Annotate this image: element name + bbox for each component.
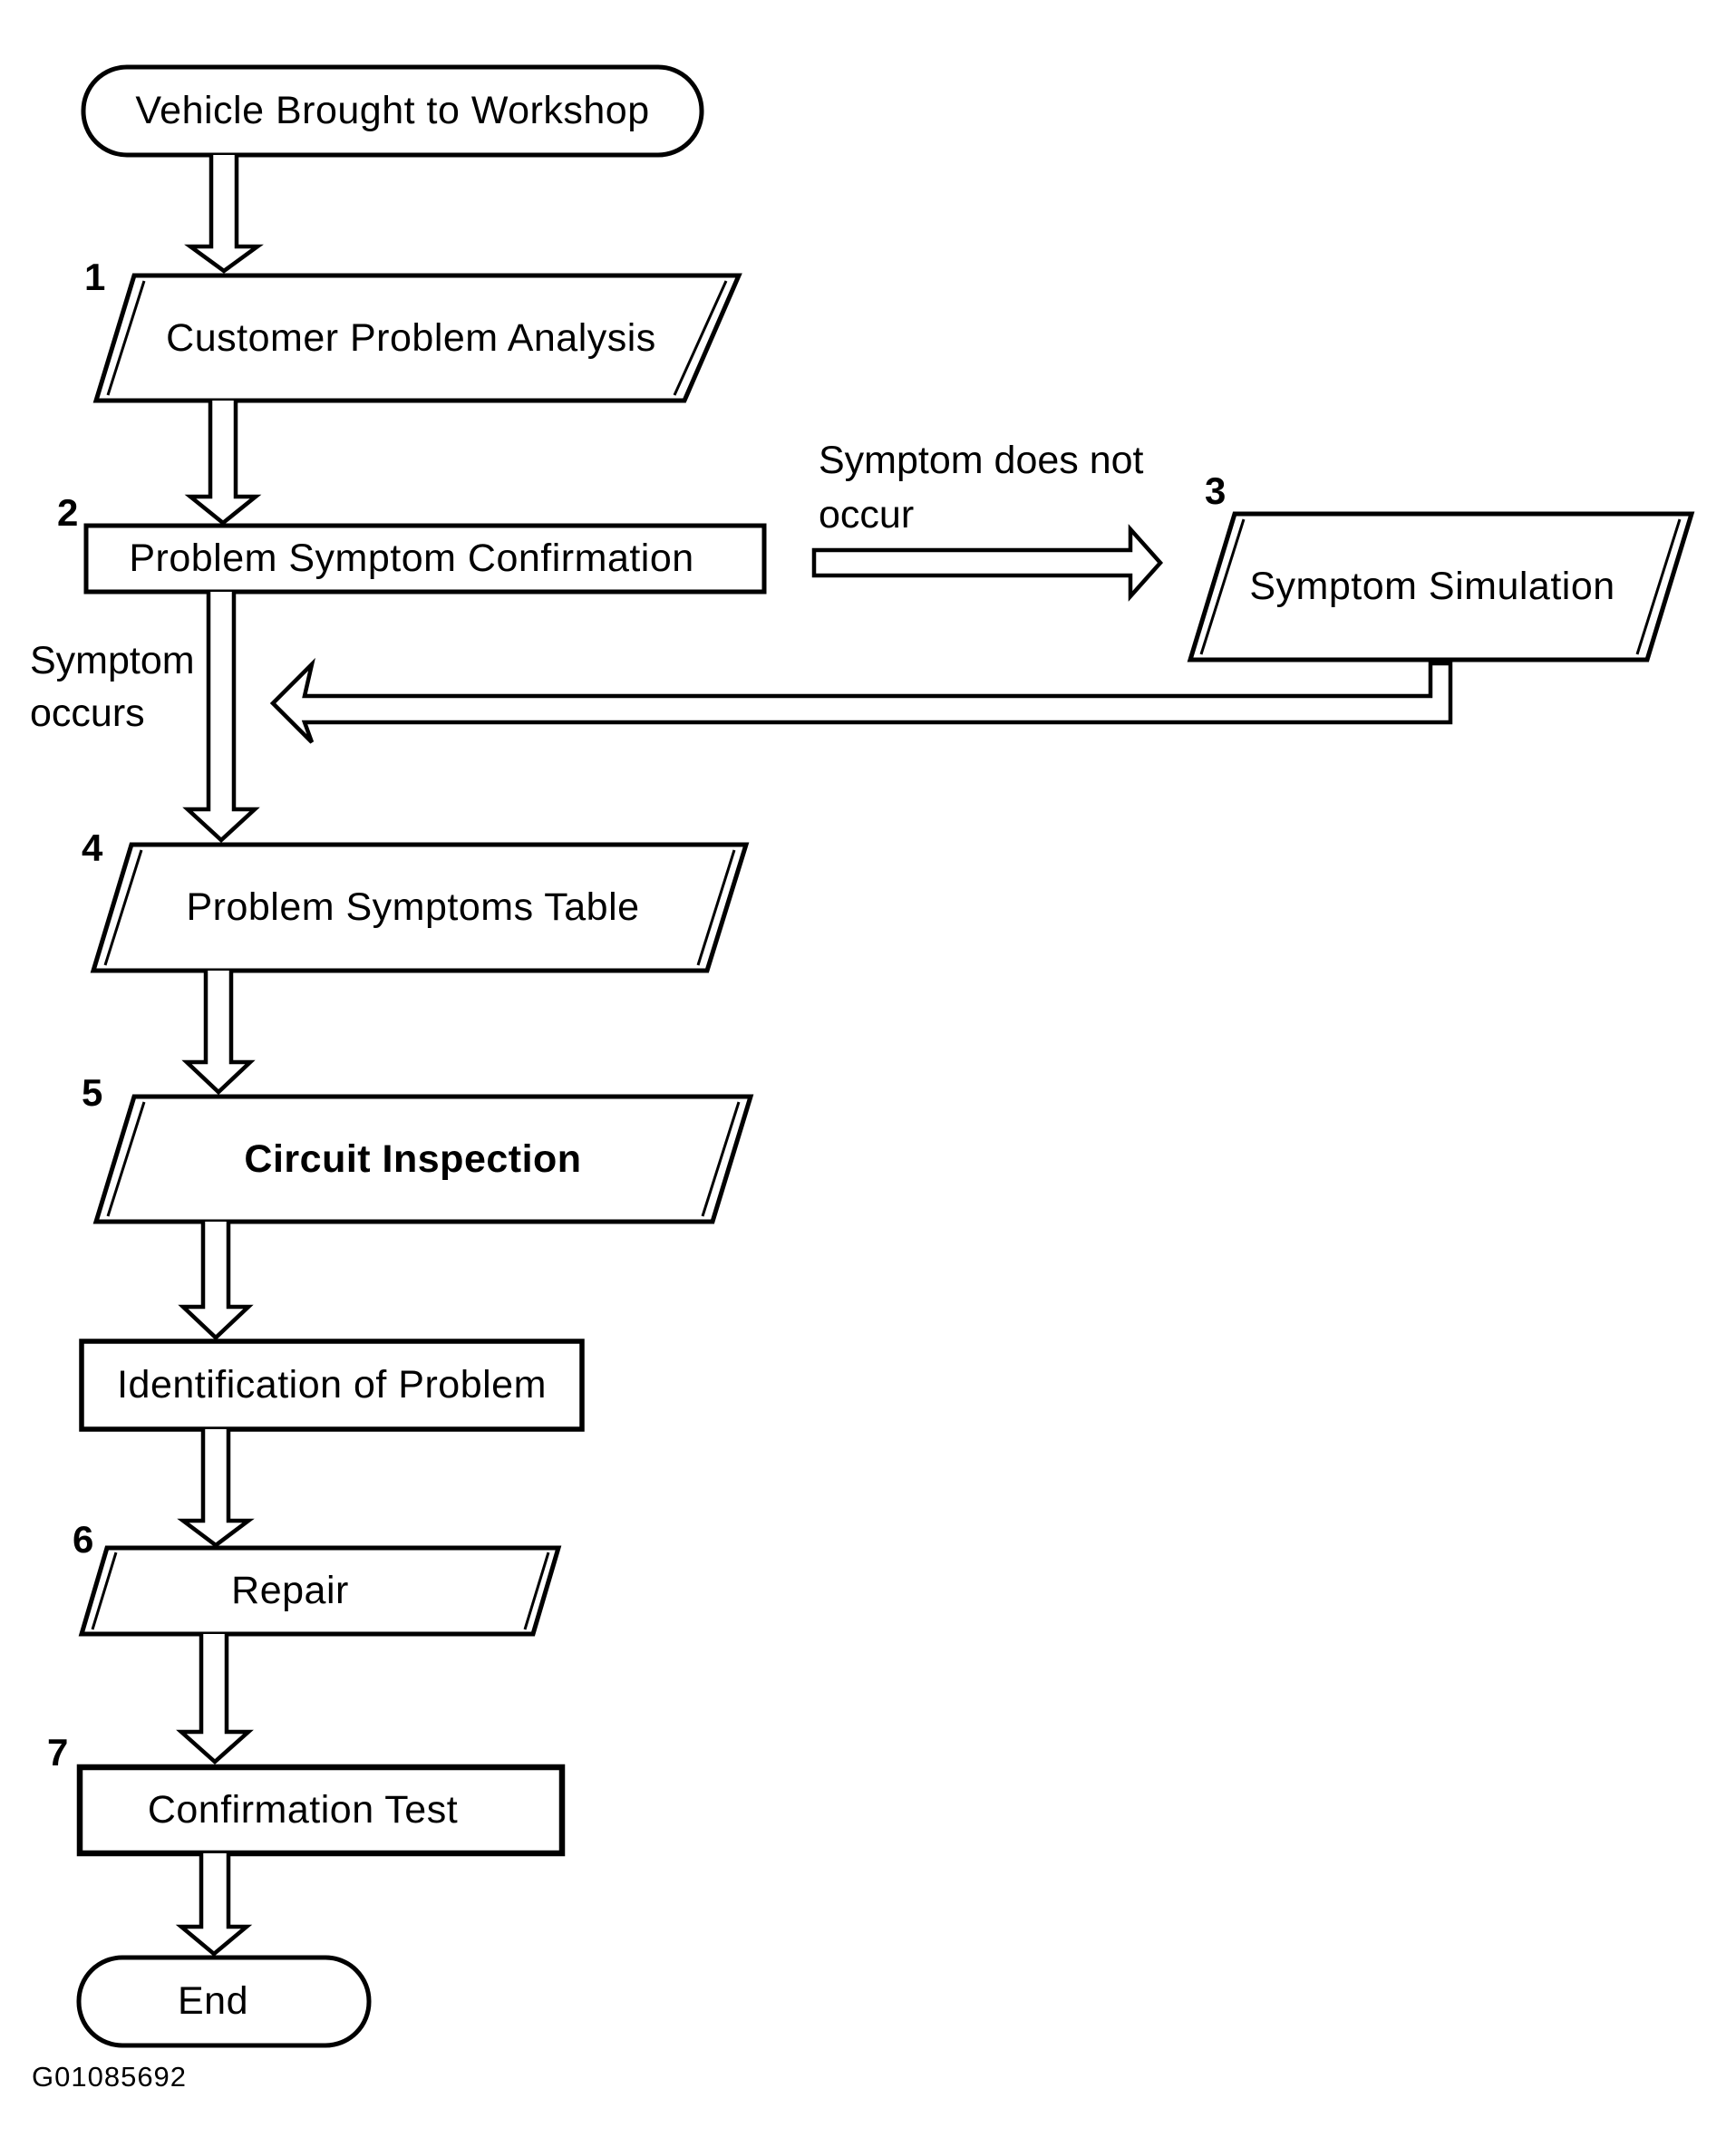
arrow-start-to-step1 <box>184 155 264 274</box>
arrow-step4-to-step5 <box>181 971 256 1096</box>
step6-label: Repair <box>231 1569 349 1612</box>
start-terminator-shape <box>81 64 704 158</box>
label-symptom-occurs-line2: occurs <box>30 691 145 735</box>
end-terminator-shape <box>76 1955 372 2048</box>
arrow-step2-to-step4 <box>182 592 260 844</box>
step6-parallelogram-shape <box>78 1545 562 1637</box>
arrow-step1-to-step2 <box>184 401 262 526</box>
step3-parallelogram-shape <box>1187 511 1695 662</box>
step5-inner-right-line <box>701 1101 741 1217</box>
label-symptom-occurs-line1: Symptom <box>30 639 195 682</box>
arrow-step2-to-step3 <box>811 524 1164 602</box>
label-symptom-occurs: Symptom occurs <box>30 634 195 740</box>
step5-inner-left-line <box>106 1101 146 1217</box>
step2-label: Problem Symptom Confirmation <box>129 537 694 580</box>
label-symptom-does-not-occur: Symptom does not occur <box>819 433 1144 542</box>
step7-number: 7 <box>47 1731 69 1774</box>
step5-number: 5 <box>82 1071 103 1114</box>
step2-number: 2 <box>57 491 79 534</box>
arrow-identification-to-step6 <box>177 1429 255 1548</box>
step3-label: Symptom Simulation <box>1249 565 1615 608</box>
step3-inner-right-line <box>1635 518 1682 655</box>
step4-number: 4 <box>82 827 103 869</box>
step6-inner-left-line <box>91 1552 118 1630</box>
step1-parallelogram-shape <box>92 273 742 403</box>
identification-process-shape <box>79 1339 585 1432</box>
label-symptom-does-not-occur-line1: Symptom does not <box>819 439 1144 482</box>
identification-label: Identification of Problem <box>117 1363 547 1407</box>
arrow-step7-to-end <box>175 1853 253 1957</box>
step1-inner-right-line <box>673 280 728 396</box>
step1-inner-left-line <box>106 280 146 396</box>
step4-inner-left-line <box>103 849 143 966</box>
step4-parallelogram-shape <box>90 842 750 973</box>
step7-process-shape <box>76 1764 566 1857</box>
step7-label: Confirmation Test <box>147 1788 459 1832</box>
step4-label: Problem Symptoms Table <box>186 885 640 929</box>
step5-label: Circuit Inspection <box>244 1136 582 1181</box>
step3-number: 3 <box>1205 469 1227 512</box>
step2-process-shape <box>83 523 767 595</box>
arrow-step3-return <box>269 657 1453 744</box>
step1-number: 1 <box>84 256 106 298</box>
step5-parallelogram-shape <box>92 1094 754 1224</box>
arrow-step6-to-step7 <box>176 1634 254 1765</box>
start-terminator-label: Vehicle Brought to Workshop <box>135 89 650 132</box>
step4-inner-right-line <box>696 849 736 966</box>
step3-inner-left-line <box>1199 518 1246 655</box>
arrow-step5-to-identification <box>178 1222 254 1341</box>
step6-number: 6 <box>73 1518 94 1561</box>
end-terminator-label: End <box>177 1979 248 2023</box>
figure-code: G01085692 <box>32 2061 188 2093</box>
label-symptom-does-not-occur-line2: occur <box>819 493 915 537</box>
step1-label: Customer Problem Analysis <box>166 315 656 360</box>
step6-inner-right-line <box>523 1552 550 1630</box>
